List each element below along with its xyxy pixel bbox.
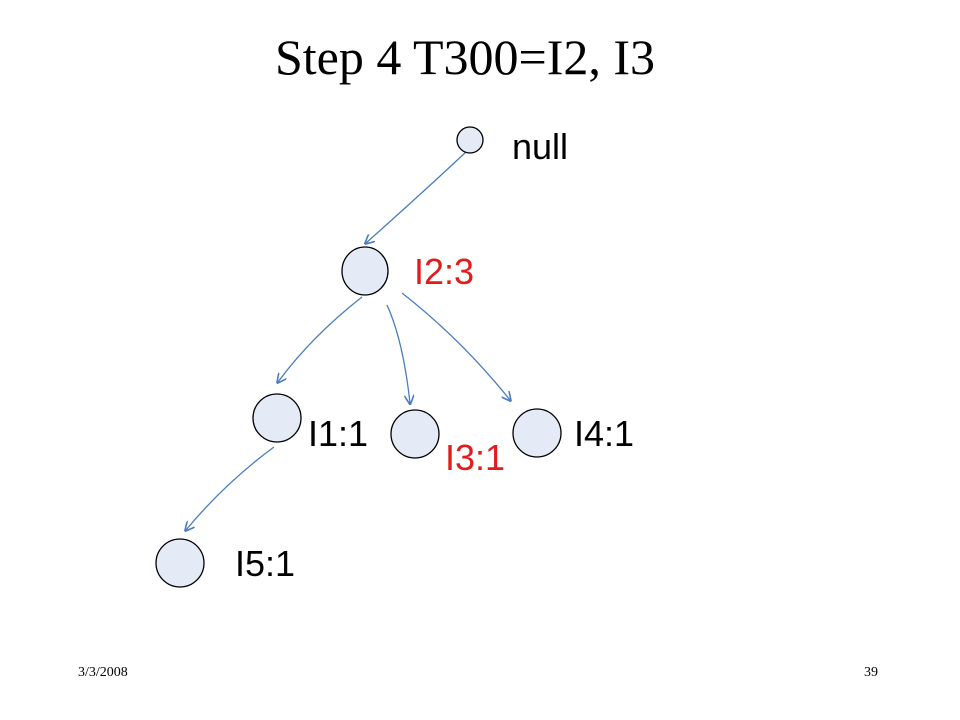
- node-i5: [155, 538, 205, 588]
- node-i2: [341, 246, 389, 296]
- label-i4: I4:1: [574, 413, 634, 454]
- node-root: [456, 126, 484, 154]
- edge-i2-to-i1: [278, 296, 363, 382]
- label-i2: I2:3: [414, 251, 474, 292]
- label-i5: I5:1: [235, 543, 295, 584]
- edge-i2-to-i4: [401, 292, 510, 400]
- edge-i2-to-i3: [386, 304, 410, 403]
- slide-title: Step 4 T300=I2, I3: [274, 29, 656, 85]
- footer-date: 3/3/2008: [78, 665, 128, 680]
- node-i1: [252, 393, 302, 443]
- page-number: 39: [864, 665, 878, 680]
- node-i4: [512, 408, 562, 458]
- label-i1: I1:1: [308, 413, 368, 454]
- edge-root-to-i2: [366, 151, 467, 243]
- label-root: null: [512, 126, 568, 167]
- edge-i1-to-i5: [186, 446, 275, 530]
- node-i3: [390, 409, 440, 459]
- label-i3: I3:1: [445, 437, 505, 478]
